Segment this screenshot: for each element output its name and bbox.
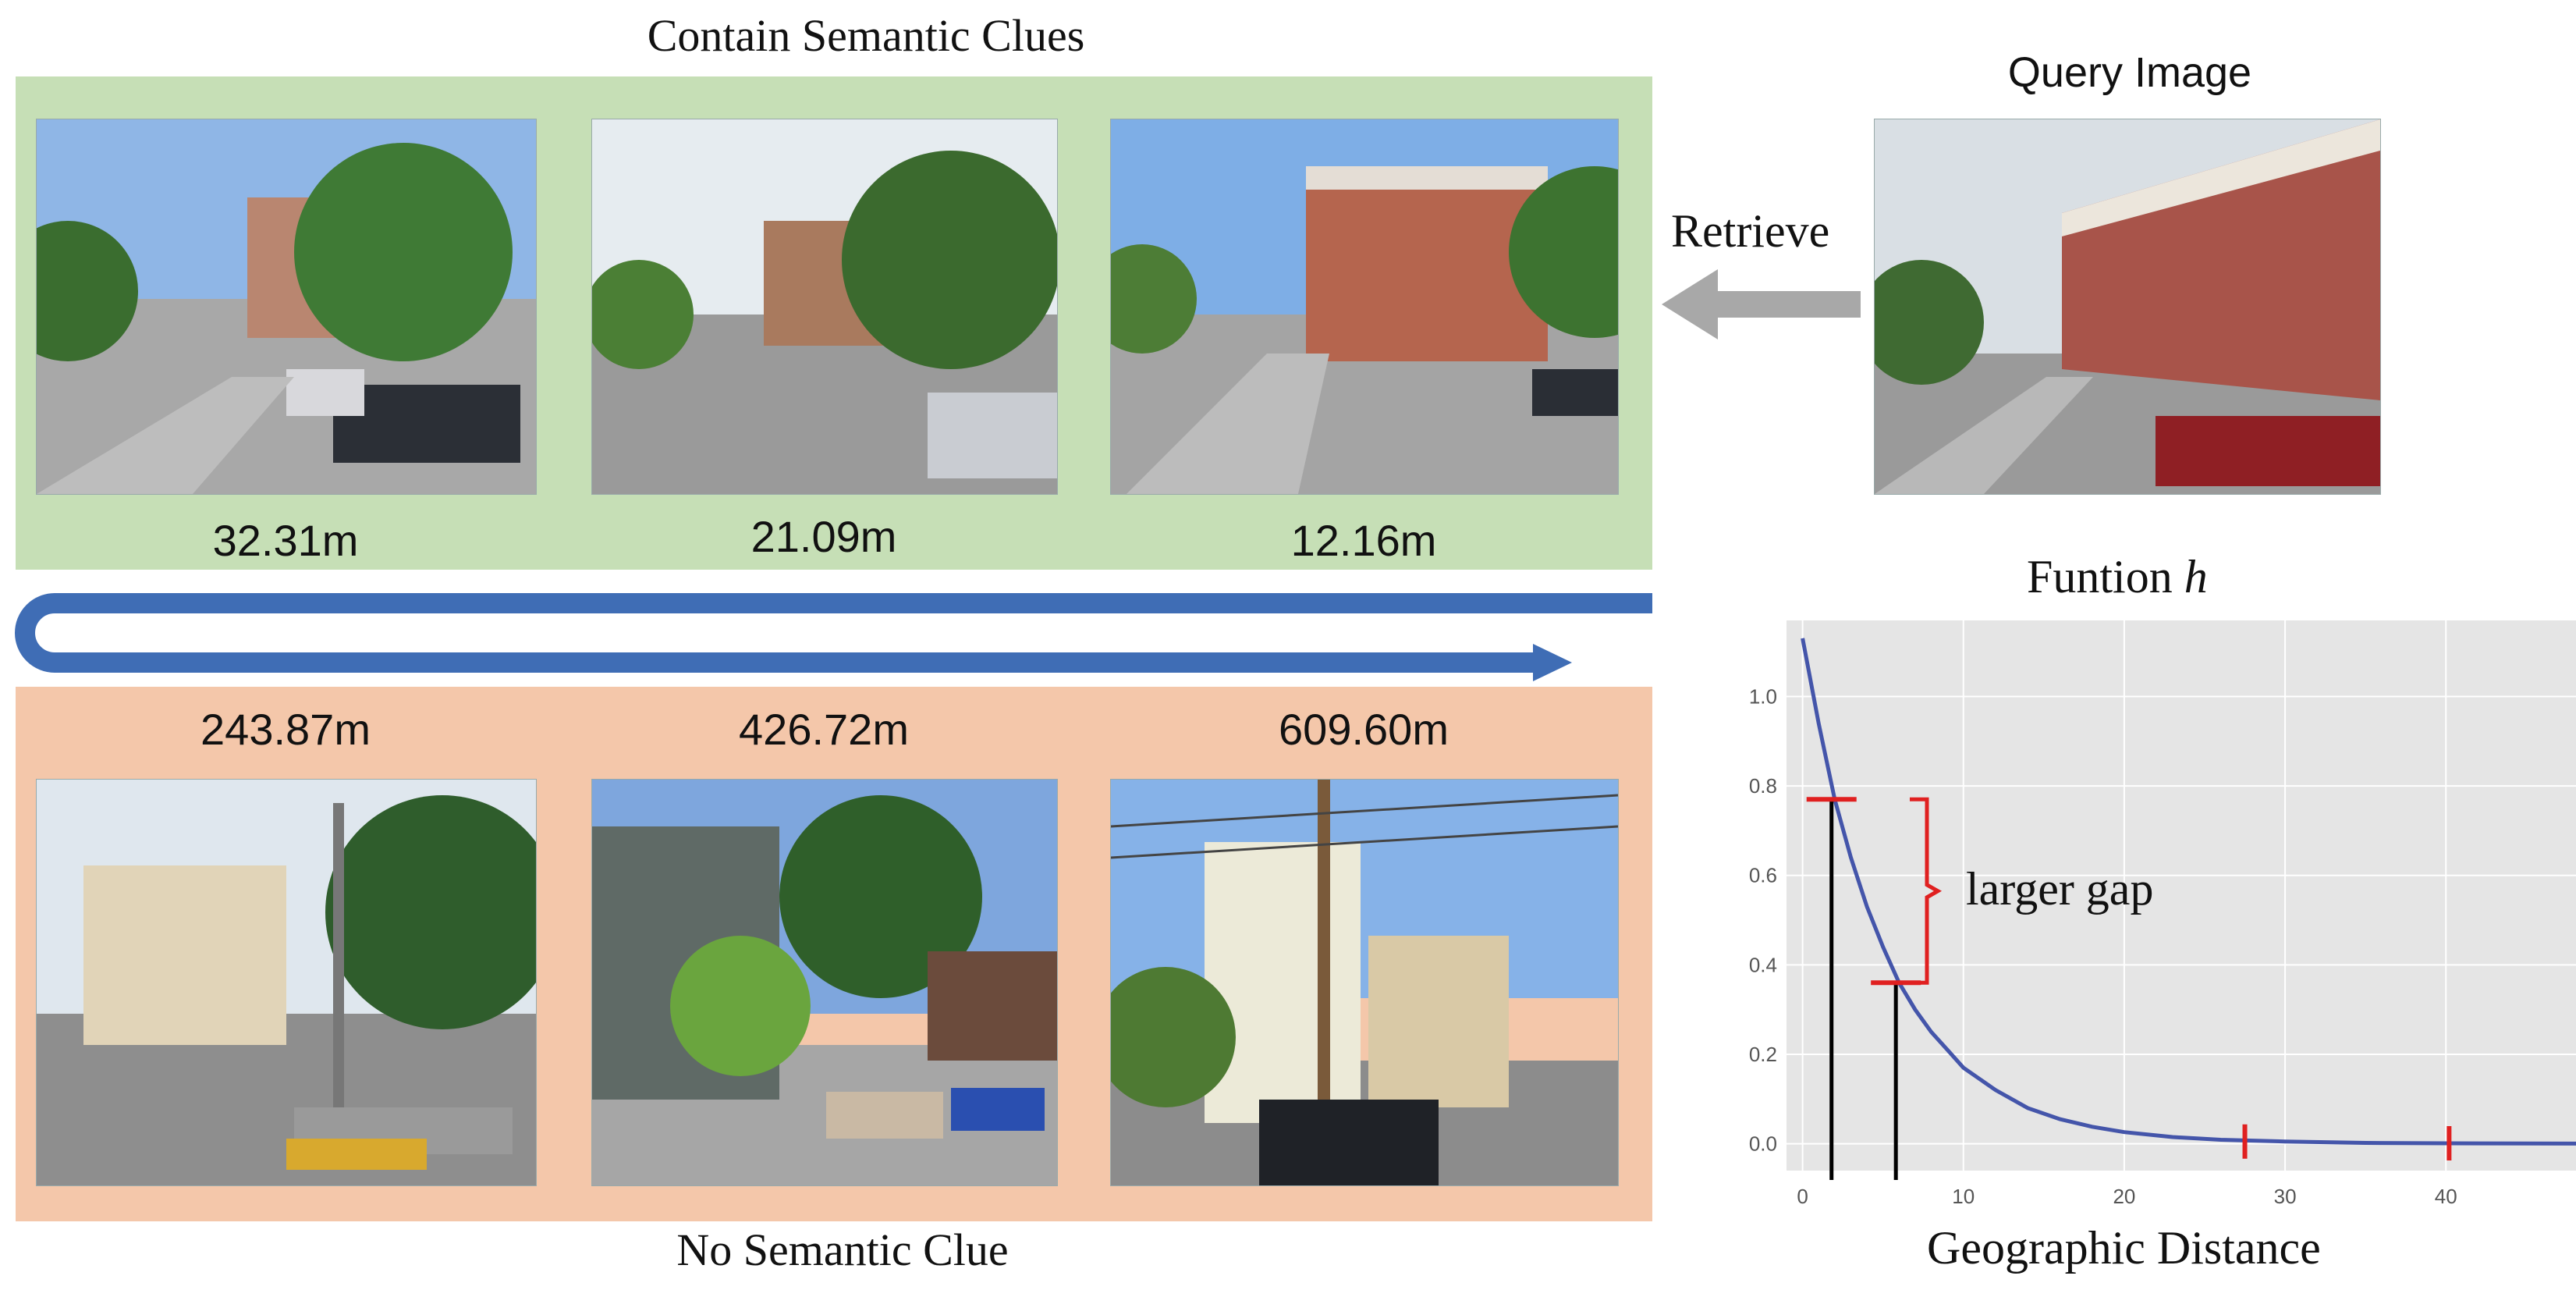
plot-area — [1787, 620, 2576, 1171]
semantic-distance-2: 21.09m — [750, 512, 897, 561]
no-semantic-street-photo-2 — [591, 779, 1058, 1186]
semantic-street-photo-3 — [1110, 119, 1619, 495]
chart-title-prefix: Funtion — [2027, 551, 2173, 602]
semantic-street-photo-2 — [591, 119, 1058, 495]
y-tick-label: 0.0 — [1749, 1132, 1777, 1156]
x-axis-label: Geographic Distance — [1927, 1222, 2321, 1274]
y-tick-label: 0.6 — [1749, 864, 1777, 887]
x-tick-label: 10 — [1952, 1185, 1975, 1208]
x-tick-label: 0 — [1797, 1185, 1808, 1208]
query-street-photo — [1874, 119, 2381, 495]
no-semantic-distance-2: 426.72m — [739, 705, 909, 754]
y-tick-labels: 0.0 0.2 0.4 0.6 0.8 1.0 — [1749, 684, 1777, 1155]
gap-bracket — [1910, 797, 1943, 985]
distance-markers — [1806, 797, 2452, 1180]
query-image-title: Query Image — [2007, 49, 2252, 96]
no-semantic-distance-3: 609.60m — [1279, 705, 1449, 754]
semantic-distance-3: 12.16m — [1290, 516, 1437, 565]
gap-bracket-shape — [1910, 797, 1943, 985]
y-tick-label: 0.2 — [1749, 1043, 1777, 1066]
function-h-chart: 0.00.20.40.60.81.0 01020304050 — [1749, 620, 2576, 1208]
y-tick-label: 1.0 — [1749, 684, 1777, 708]
annotation-larger-gap: larger gap — [1966, 863, 2154, 915]
no-semantic-street-photo-3 — [1110, 779, 1619, 1186]
y-tick-label: 0.4 — [1749, 953, 1777, 976]
bottom-title: No Semantic Clue — [676, 1224, 1009, 1275]
x-tick-label: 30 — [2274, 1185, 2297, 1208]
retrieve-arrow — [1662, 269, 1861, 339]
semantic-distance-1: 32.31m — [212, 516, 359, 565]
chart-title-variable: h — [2184, 551, 2208, 602]
x-tick-label: 40 — [2435, 1185, 2457, 1208]
x-tick-labels: 01020304050 — [1797, 1185, 2457, 1208]
grid-lines — [1787, 620, 2576, 1171]
chart-title: Funtion h — [2027, 550, 2208, 604]
no-semantic-distance-1: 243.87m — [200, 705, 371, 754]
semantic-street-photo-1 — [36, 119, 537, 495]
top-title: Contain Semantic Clues — [647, 10, 1085, 61]
x-tick-label: 20 — [2113, 1185, 2135, 1208]
no-semantic-street-photo-1 — [36, 779, 537, 1186]
retrieve-label: Retrieve — [1671, 205, 1830, 257]
flow-arrow — [15, 593, 1652, 681]
h-curve — [1801, 638, 2576, 1146]
y-tick-label: 0.8 — [1749, 774, 1777, 798]
